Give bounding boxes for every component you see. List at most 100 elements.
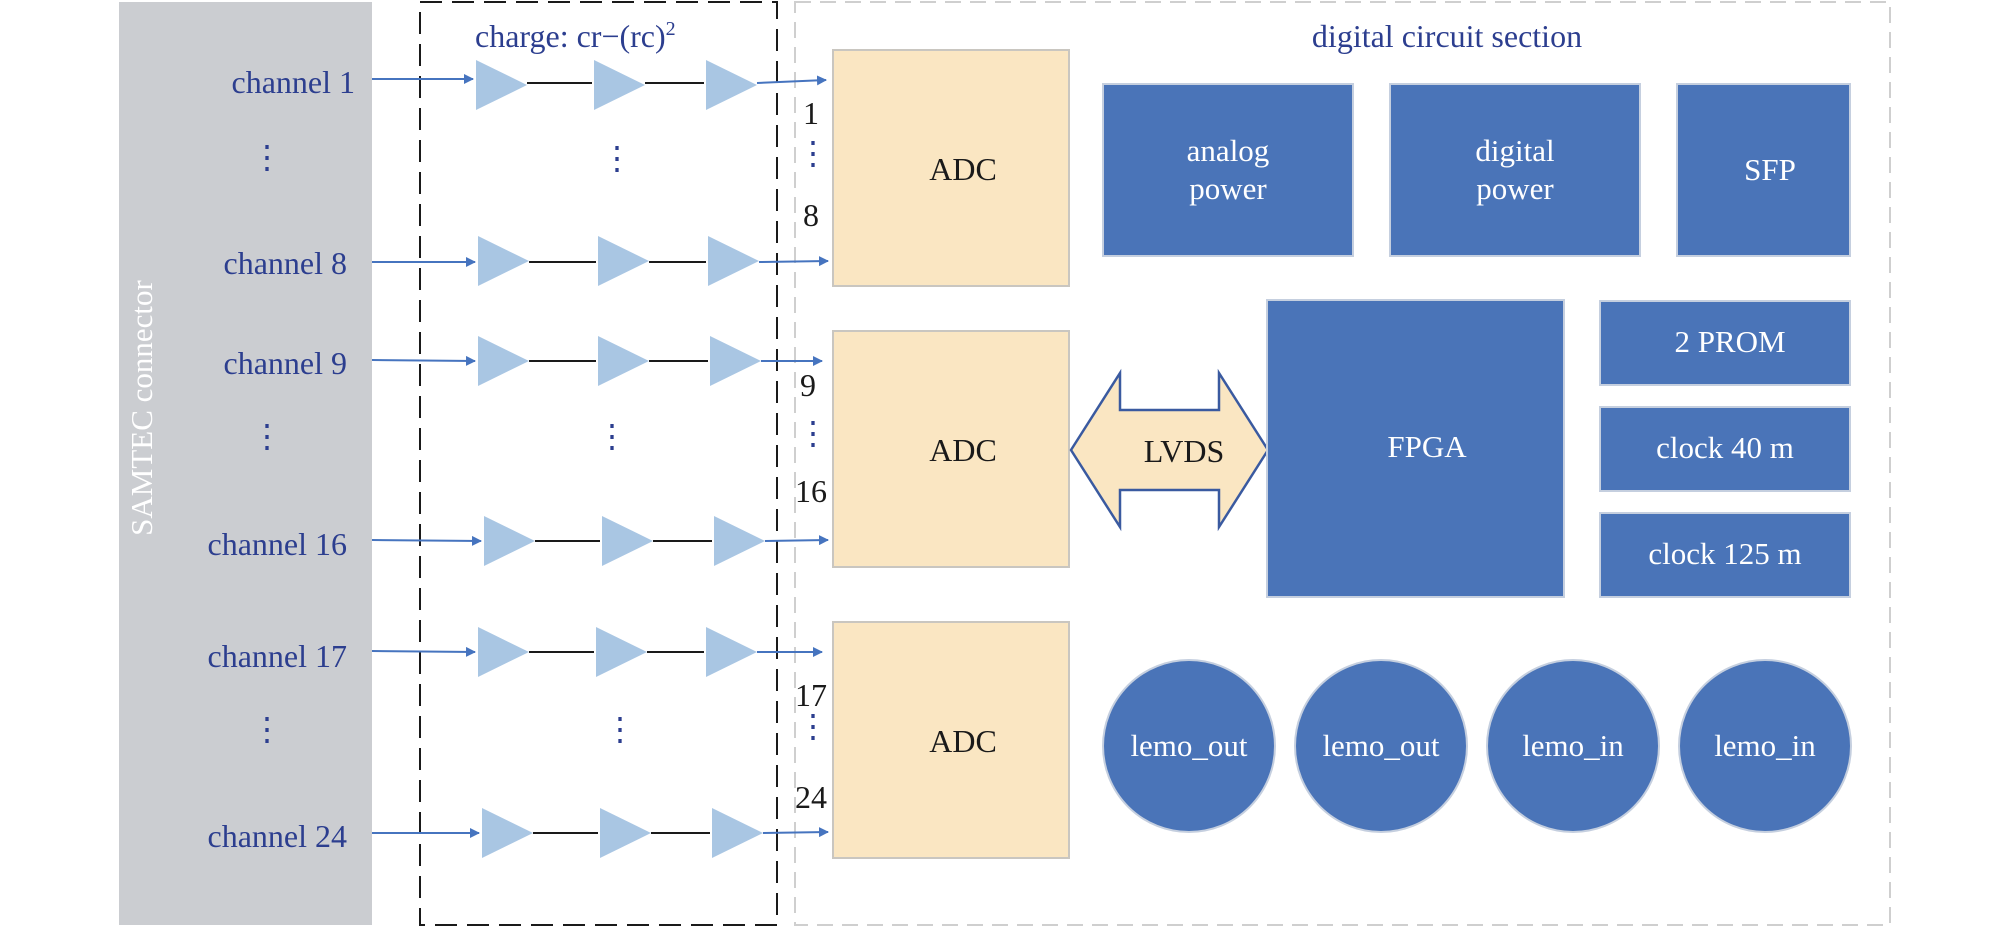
channel-label: channel 24 [208, 818, 348, 854]
lemo-port-2: lemo_out [1294, 659, 1468, 833]
ellipsis-icon: ⋮ [797, 415, 829, 451]
amplifier-icon [706, 60, 757, 110]
block-label-line1: analog [1187, 133, 1270, 168]
amplifier-icon [710, 336, 761, 386]
amplifier-icon [596, 627, 647, 677]
lemo-label: lemo_out [1322, 728, 1439, 763]
fpga-block: FPGA [1266, 299, 1565, 598]
connector-body [119, 2, 372, 925]
channel-input-arrow [371, 646, 476, 657]
prom-box [1599, 300, 1851, 386]
digital-section: digital circuit section [794, 1, 1891, 926]
amplifier-icon [594, 60, 645, 110]
channel-label: channel 8 [224, 245, 348, 281]
channel-label: channel 1 [232, 64, 356, 100]
adc-range-last: 24 [795, 779, 827, 815]
shaper-frame [419, 1, 778, 926]
lemo-port-4: lemo_in [1678, 659, 1852, 833]
power-block-3: SFP [1676, 83, 1851, 257]
lemo-label: lemo_in [1714, 728, 1816, 763]
sfp-box [1676, 83, 1851, 257]
block-label-line1: digital [1475, 133, 1554, 168]
channel-1: channel 8 [224, 236, 829, 286]
adc-range-first: 9 [800, 367, 816, 403]
lemo-port-1: lemo_out [1102, 659, 1276, 833]
amplifier-icon [714, 516, 765, 566]
block-label-line2: power [1189, 171, 1267, 206]
adc-input-arrow [762, 827, 829, 838]
side-block-label: clock 125 m [1648, 536, 1801, 571]
ellipsis-icon: ⋮ [797, 135, 829, 171]
connector-label: SAMTEC connector [124, 279, 159, 535]
ellipsis-icon: ⋮ [596, 418, 628, 454]
amplifier-icon [478, 236, 529, 286]
channel-4: channel 17 [208, 627, 823, 677]
channel-0: channel 1 [232, 60, 827, 110]
lemo-connector-icon [1294, 659, 1468, 833]
fpga-label: FPGA [1387, 429, 1467, 464]
amplifier-icon [484, 516, 535, 566]
fpga-box [1266, 299, 1565, 598]
amplifier-icon [600, 808, 651, 858]
amplifier-icon [478, 627, 529, 677]
clock-40-box [1599, 406, 1851, 492]
channel-ellipsis: ⋮ ⋮ ⋮ ⋮ ⋮ ⋮ ⋮ ⋮ ⋮ [251, 135, 829, 747]
amplifier-icon [598, 236, 649, 286]
amplifier-icon [598, 336, 649, 386]
adc-box [832, 621, 1070, 859]
shaper-section: charge: cr−(rc)2 [419, 1, 778, 926]
adc-label: ADC [929, 151, 997, 187]
channel-label: channel 17 [208, 638, 348, 674]
lemo-port-3: lemo_in [1486, 659, 1660, 833]
block-label-line1: SFP [1744, 152, 1796, 187]
samtec-connector: SAMTEC connector [119, 2, 372, 925]
side-block-label: 2 PROM [1674, 324, 1785, 359]
amplifier-icon [602, 516, 653, 566]
ellipsis-icon: ⋮ [251, 418, 283, 454]
amplifier-icon [476, 60, 527, 110]
amplifier-icon [482, 808, 533, 858]
power-block-1: analog power [1102, 83, 1354, 257]
power-block-2: digital power [1389, 83, 1641, 257]
channel-label: channel 9 [224, 345, 348, 381]
amplifier-icon [712, 808, 763, 858]
adc-range-last: 8 [803, 197, 819, 233]
amplifier-icon [478, 336, 529, 386]
lemo-label: lemo_in [1522, 728, 1624, 763]
lemo-connector-icon [1678, 659, 1852, 833]
adc-label: ADC [929, 432, 997, 468]
block-label-line2: power [1476, 171, 1554, 206]
channel-input-arrow [371, 535, 482, 546]
lvds-link: LVDS [1069, 368, 1270, 532]
channel-5: channel 24 [208, 808, 829, 858]
adc-box [832, 49, 1070, 287]
adc-block-3: ADC 17 24 [795, 621, 1070, 859]
clock-125-box [1599, 512, 1851, 598]
amplifier-icon [706, 627, 757, 677]
adc-input-arrow [756, 75, 827, 86]
amplifier-icon [708, 236, 759, 286]
adc-range-first: 17 [795, 677, 827, 713]
adc-box [832, 330, 1070, 568]
adc-input-arrow [758, 256, 829, 267]
adc-range-last: 16 [795, 473, 827, 509]
adc-block-2: ADC 9 16 [795, 330, 1070, 568]
lvds-label: LVDS [1144, 433, 1225, 469]
channel-input-arrow [371, 355, 476, 366]
ellipsis-icon: ⋮ [251, 139, 283, 175]
side-block-2: clock 40 m [1599, 406, 1851, 492]
adc-label: ADC [929, 723, 997, 759]
digital-power-box [1389, 83, 1641, 257]
channel-3: channel 16 [208, 516, 829, 566]
lemo-label: lemo_out [1130, 728, 1247, 763]
ellipsis-icon: ⋮ [797, 708, 829, 744]
analog-power-box [1102, 83, 1354, 257]
adc-input-arrow [764, 535, 829, 546]
digital-section-title: digital circuit section [1312, 18, 1582, 54]
side-block-label: clock 40 m [1656, 430, 1794, 465]
lemo-connector-icon [1486, 659, 1660, 833]
side-block-1: 2 PROM [1599, 300, 1851, 386]
adc-block-1: ADC 1 8 [803, 49, 1070, 287]
adc-range-first: 1 [803, 95, 819, 131]
ellipsis-icon: ⋮ [601, 140, 633, 176]
